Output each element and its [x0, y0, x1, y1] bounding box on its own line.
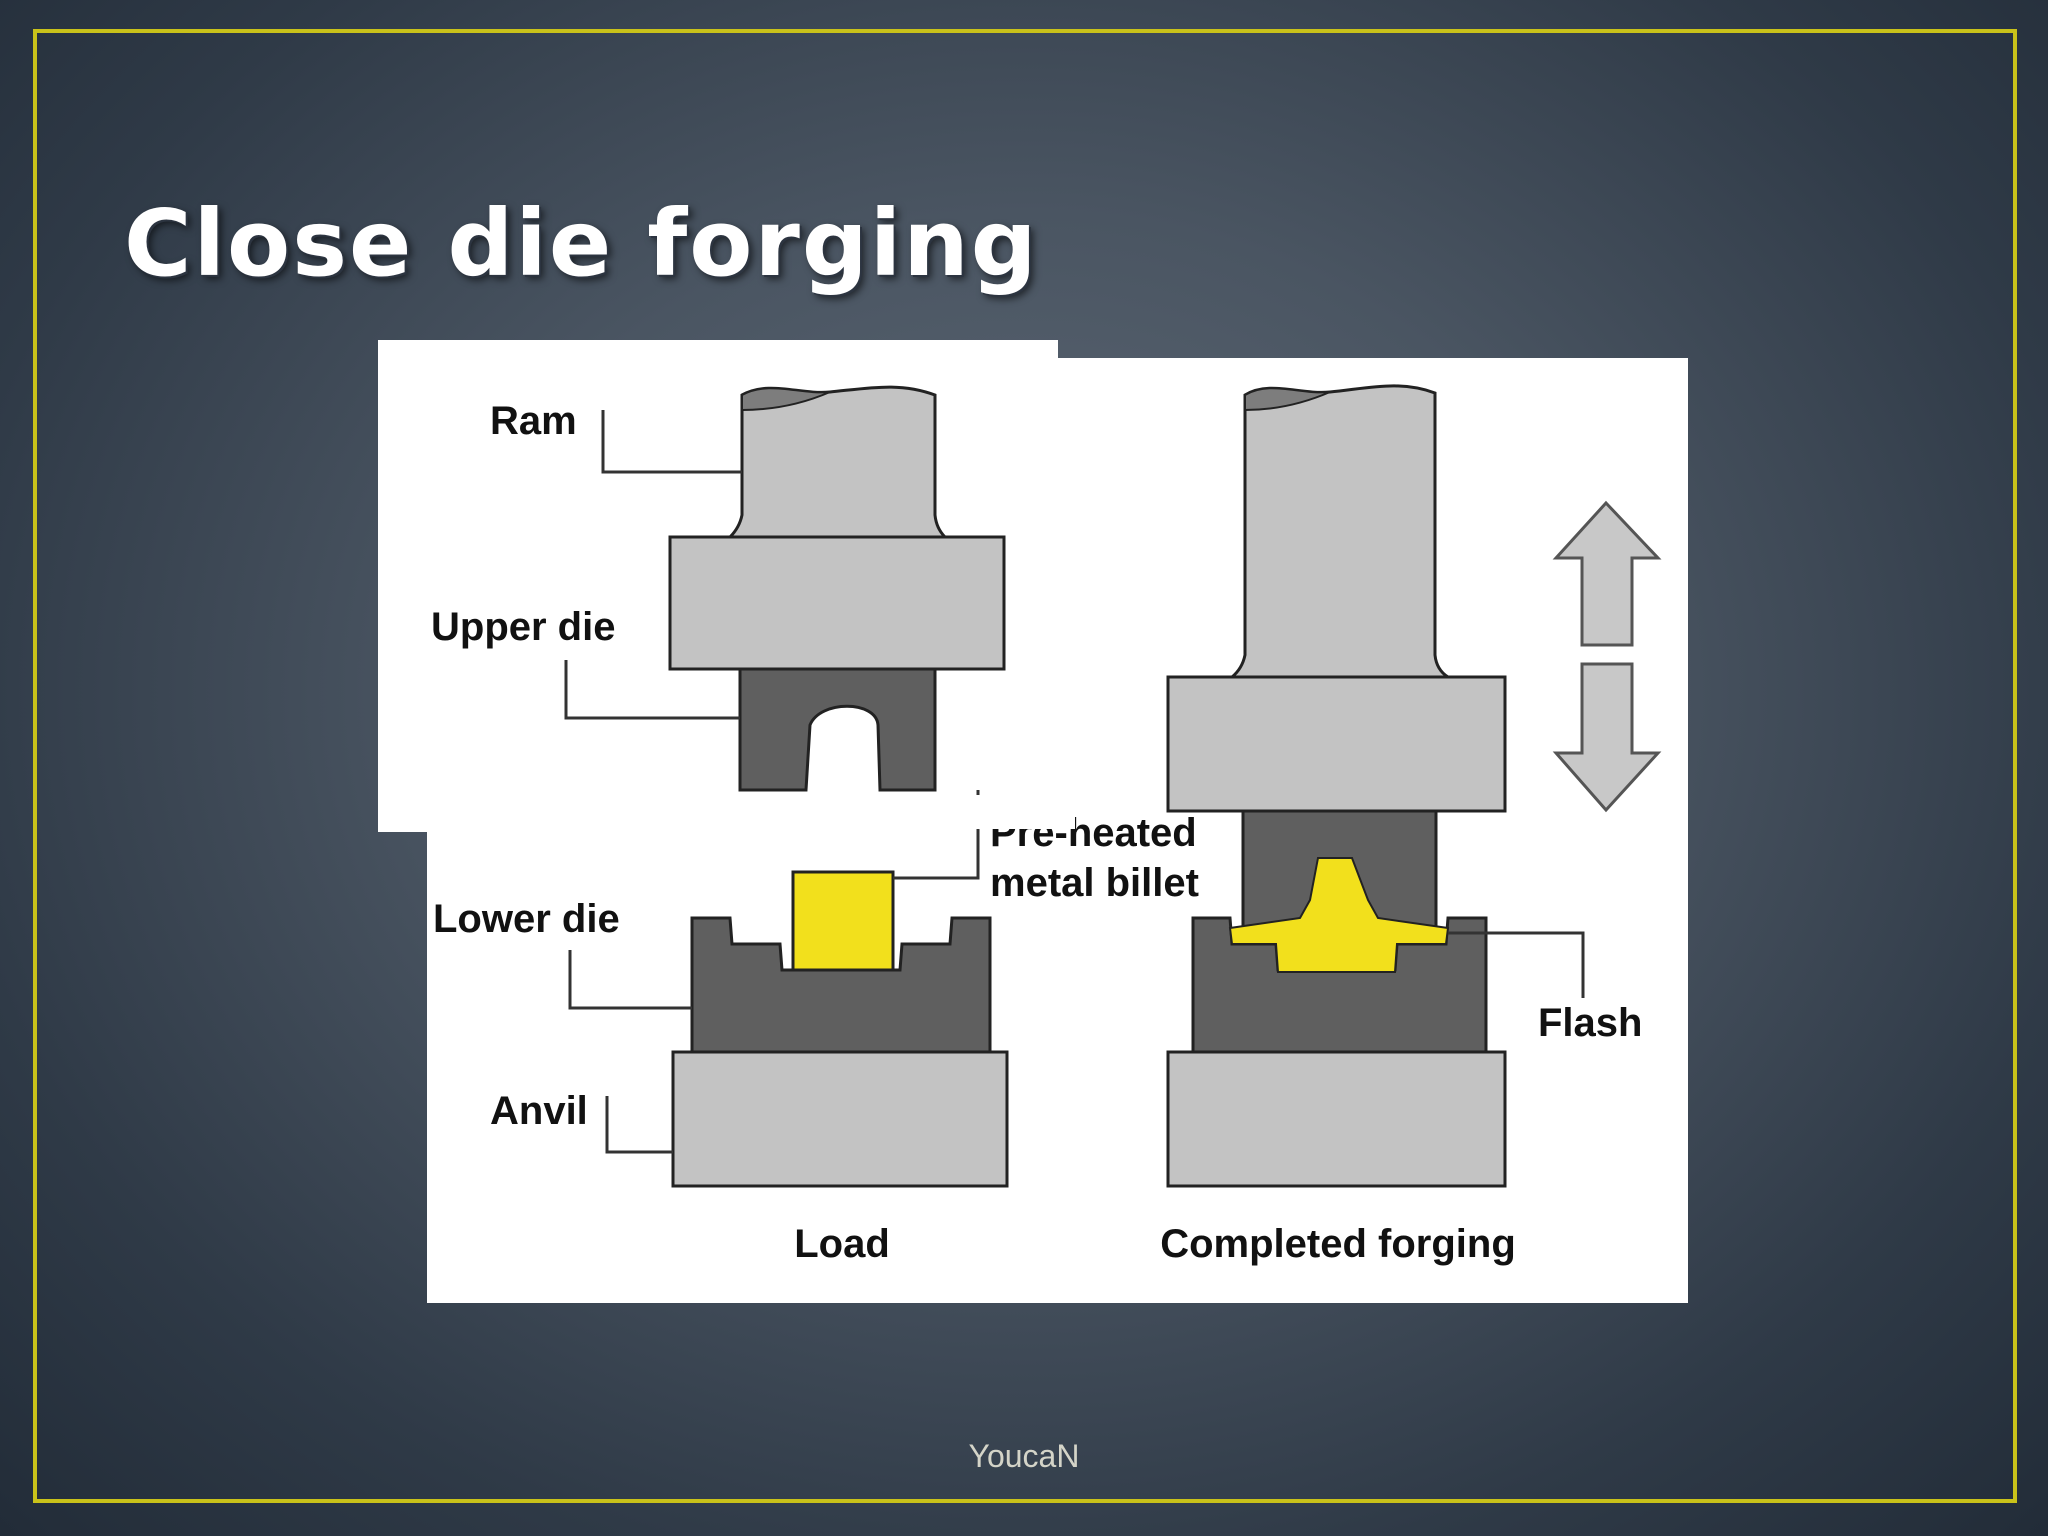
caption-completed: Completed forging: [1160, 1222, 1516, 1266]
upper-die-left: [738, 667, 937, 792]
label-anvil: Anvil: [490, 1089, 588, 1133]
overlap-mask: [975, 795, 1075, 829]
ram-right-top: [1244, 387, 1331, 412]
lower-die-leader: [568, 950, 692, 1010]
label-billet-line2: metal billet: [990, 861, 1199, 905]
flash-leader: [1448, 931, 1585, 998]
upper-die-holder-left: [668, 535, 1006, 671]
label-upper-die: Upper die: [431, 605, 615, 649]
ram-left-top: [741, 387, 831, 412]
upper-die-leader: [564, 660, 740, 720]
forging-right: [1228, 857, 1450, 973]
down-arrow-icon: [1552, 662, 1662, 813]
label-ram: Ram: [490, 399, 577, 443]
anvil-right: [1166, 1050, 1507, 1188]
anvil-leader: [605, 1096, 673, 1154]
diagram-panel-notch: [1058, 340, 1688, 358]
ram-right: [1227, 384, 1454, 679]
slide-footer: YoucaN: [968, 1438, 1080, 1474]
upper-die-holder-right: [1166, 675, 1507, 813]
anvil-left: [671, 1050, 1009, 1188]
label-lower-die: Lower die: [433, 897, 620, 941]
caption-load: Load: [794, 1222, 890, 1266]
slide-frame: [33, 29, 2017, 1503]
ram-leader: [601, 410, 742, 474]
billet-left: [791, 870, 895, 972]
label-flash: Flash: [1538, 1001, 1642, 1045]
up-arrow-icon: [1552, 500, 1662, 647]
slide-title: Close die forging: [124, 190, 1039, 297]
